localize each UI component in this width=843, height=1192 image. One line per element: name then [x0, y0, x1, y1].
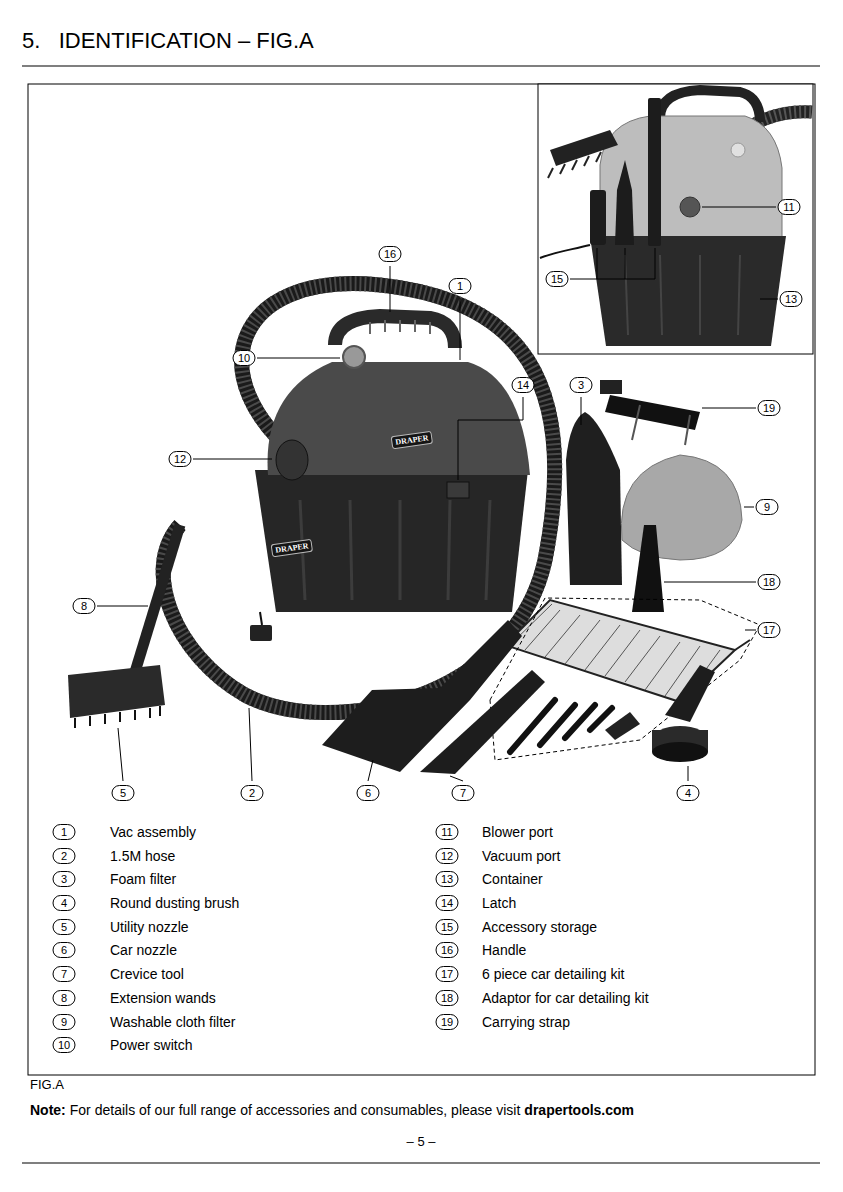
list-number: 6: [53, 942, 76, 958]
list-number: 5: [53, 919, 76, 935]
callout-number: 8: [73, 598, 96, 614]
part-name: Carrying strap: [482, 1013, 570, 1031]
callout-number: 5: [112, 785, 135, 801]
callout-number: 13: [780, 291, 803, 307]
list-number: 12: [436, 848, 459, 864]
note-link: drapertools.com: [524, 1102, 634, 1118]
figure-caption: FIG.A: [30, 1077, 64, 1092]
list-number: 3: [53, 871, 76, 887]
callout-number: 12: [169, 451, 192, 467]
callout-number: 14: [512, 377, 535, 393]
list-number: 11: [436, 824, 459, 840]
list-number: 10: [53, 1037, 76, 1053]
list-number: 19: [436, 1014, 459, 1030]
part-name: Car nozzle: [110, 941, 177, 959]
part-name: Round dusting brush: [110, 894, 239, 912]
list-number: 9: [53, 1014, 76, 1030]
callout-number: 19: [758, 400, 781, 416]
part-name: Crevice tool: [110, 965, 184, 983]
part-name: Container: [482, 870, 543, 888]
list-number: 13: [436, 871, 459, 887]
callout-number: 3: [570, 377, 593, 393]
part-name: Handle: [482, 941, 526, 959]
part-name: Utility nozzle: [110, 918, 189, 936]
callout-number: 4: [677, 785, 700, 801]
page-number: – 5 –: [407, 1134, 436, 1149]
part-name: Washable cloth filter: [110, 1013, 236, 1031]
list-number: 2: [53, 848, 76, 864]
part-name: 1.5M hose: [110, 847, 175, 865]
callout-number: 9: [756, 499, 779, 515]
part-name: Accessory storage: [482, 918, 597, 936]
part-name: Latch: [482, 894, 516, 912]
list-number: 18: [436, 990, 459, 1006]
list-number: 4: [53, 895, 76, 911]
part-name: Adaptor for car detailing kit: [482, 989, 649, 1007]
callout-number: 1: [449, 278, 472, 294]
list-number: 1: [53, 824, 76, 840]
list-number: 15: [436, 919, 459, 935]
list-number: 14: [436, 895, 459, 911]
note-text: For details of our full range of accesso…: [70, 1102, 521, 1118]
part-name: Extension wands: [110, 989, 216, 1007]
callout-number: 16: [379, 246, 402, 262]
callout-number: 7: [452, 785, 475, 801]
part-name: Blower port: [482, 823, 553, 841]
part-name: 6 piece car detailing kit: [482, 965, 624, 983]
callout-number: 10: [233, 350, 256, 366]
part-name: Foam filter: [110, 870, 176, 888]
callout-number: 18: [758, 574, 781, 590]
callout-number: 15: [546, 271, 569, 287]
callout-number: 2: [241, 785, 264, 801]
note-line: Note:For details of our full range of ac…: [30, 1102, 638, 1118]
part-name: Power switch: [110, 1036, 192, 1054]
list-number: 16: [436, 942, 459, 958]
callout-number: 17: [758, 622, 781, 638]
part-name: Vac assembly: [110, 823, 196, 841]
list-number: 8: [53, 990, 76, 1006]
callout-number: 6: [357, 785, 380, 801]
list-number: 17: [436, 966, 459, 982]
callout-number: 11: [778, 199, 801, 215]
part-name: Vacuum port: [482, 847, 560, 865]
page-title: 5. IDENTIFICATION – FIG.A: [22, 28, 314, 54]
note-label: Note:: [30, 1102, 66, 1118]
list-number: 7: [53, 966, 76, 982]
